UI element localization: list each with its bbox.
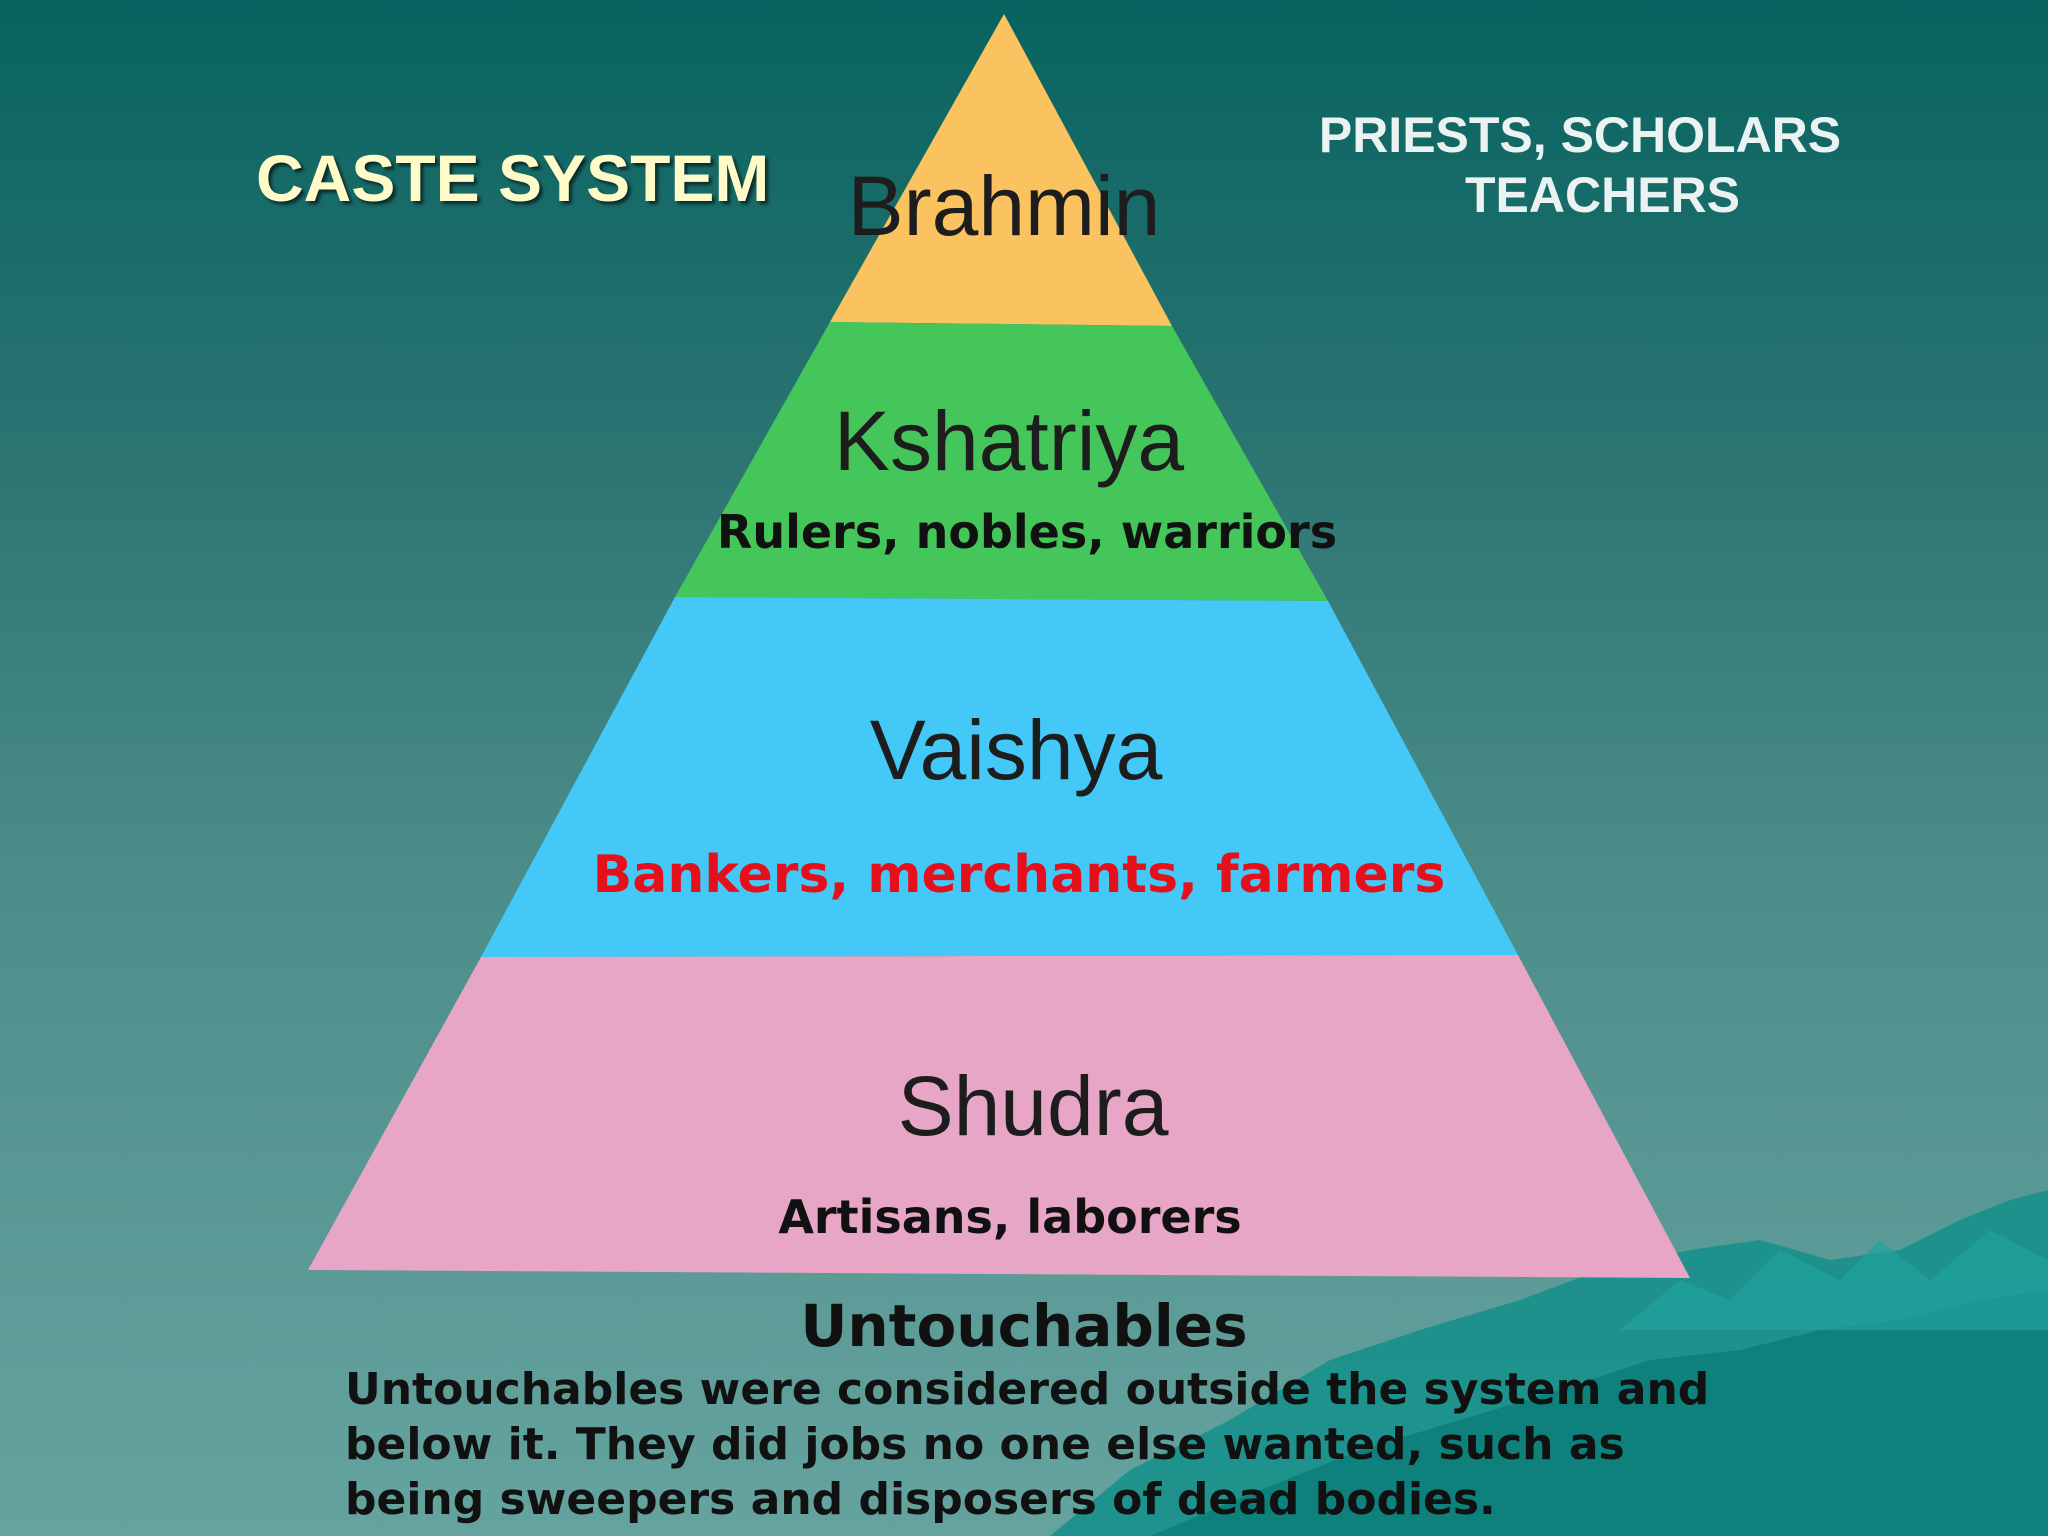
brahmin-role-line-2: TEACHERS xyxy=(1464,167,1741,223)
untouchables-description: Untouchables were considered outside the… xyxy=(345,1364,1710,1525)
tier-shudra-name: Shudra xyxy=(897,1059,1169,1153)
mountain-front xyxy=(1150,1290,2048,1536)
tier-shudra-shape xyxy=(308,955,1690,1278)
tier-vaishya-shape xyxy=(481,597,1518,957)
tier-brahmin-name: Brahmin xyxy=(847,159,1161,253)
tier-brahmin-shape xyxy=(830,14,1172,326)
mountain-ridge xyxy=(1620,1230,2048,1330)
untouchables-heading: Untouchables xyxy=(800,1292,1248,1360)
slide-title: CASTE SYSTEM xyxy=(256,141,770,215)
tier-kshatriya-description: Rulers, nobles, warriors xyxy=(716,505,1338,559)
brahmin-role-line-1: PRIESTS, SCHOLARS xyxy=(1318,107,1842,163)
tier-shudra-description: Artisans, laborers xyxy=(778,1190,1242,1244)
tier-kshatriya-shape xyxy=(675,322,1328,601)
tier-vaishya-description: Bankers, merchants, farmers xyxy=(592,845,1446,905)
tier-vaishya-name: Vaishya xyxy=(869,703,1163,797)
tier-kshatriya-name: Kshatriya xyxy=(833,394,1185,488)
brahmin-role-label: PRIESTS, SCHOLARS TEACHERS xyxy=(1270,105,1890,225)
